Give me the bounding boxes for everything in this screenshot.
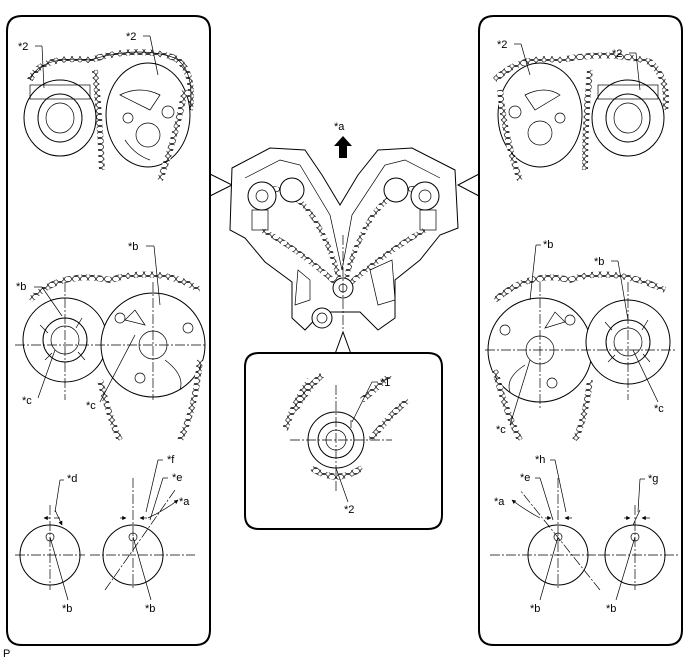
left-bank-panel: *2 *2 *b *b — [6, 15, 211, 646]
left-top-label-2b: *2 — [126, 31, 136, 43]
figure-code: P — [3, 648, 10, 660]
right-mid-label-c2: *c — [654, 403, 664, 415]
left-bottom-label-e: *e — [172, 472, 182, 484]
front-direction-arrow — [334, 136, 352, 158]
left-top-label-2a: *2 — [18, 41, 28, 53]
left-top-sprockets — [23, 49, 194, 182]
left-bottom-label-b1: *b — [62, 603, 72, 615]
right-bottom-label-b1: *b — [530, 603, 540, 615]
left-mid-label-b2: *b — [128, 241, 138, 253]
right-bottom-label-b2: *b — [606, 603, 616, 615]
center-label-a: *a — [334, 121, 345, 133]
right-bottom-label-a: *a — [494, 496, 505, 508]
right-mid-label-b2: *b — [594, 256, 604, 268]
right-top-label-2b: *2 — [612, 48, 622, 60]
left-middle-sprockets — [15, 271, 206, 442]
crank-detail-panel — [244, 352, 443, 530]
engine-block — [229, 147, 459, 331]
detail-label-2: *2 — [344, 504, 354, 516]
left-mid-label-c1: *c — [22, 395, 32, 407]
right-middle-sprockets — [485, 271, 675, 442]
left-bottom-label-a: *a — [179, 496, 190, 508]
right-bottom-label-e: *e — [520, 472, 530, 484]
right-mid-label-b1: *b — [543, 239, 553, 251]
right-bottom-label-h: *h — [535, 454, 545, 466]
left-bottom-label-d: *d — [67, 473, 77, 485]
left-bottom-label-b2: *b — [145, 603, 155, 615]
left-bottom-marks — [15, 478, 195, 591]
left-mid-label-c2: *c — [86, 400, 96, 412]
right-bottom-marks — [490, 478, 678, 591]
right-bottom-label-g: *g — [648, 473, 658, 485]
right-bank-panel: *2 *2 *b *b *c — [478, 15, 683, 646]
right-top-label-2a: *2 — [497, 39, 507, 51]
left-mid-label-b1: *b — [16, 281, 26, 293]
detail-label-1: *1 — [380, 377, 390, 389]
left-bottom-label-f: *f — [167, 454, 175, 466]
right-mid-label-c1: *c — [496, 424, 506, 436]
right-top-sprockets — [492, 52, 669, 182]
